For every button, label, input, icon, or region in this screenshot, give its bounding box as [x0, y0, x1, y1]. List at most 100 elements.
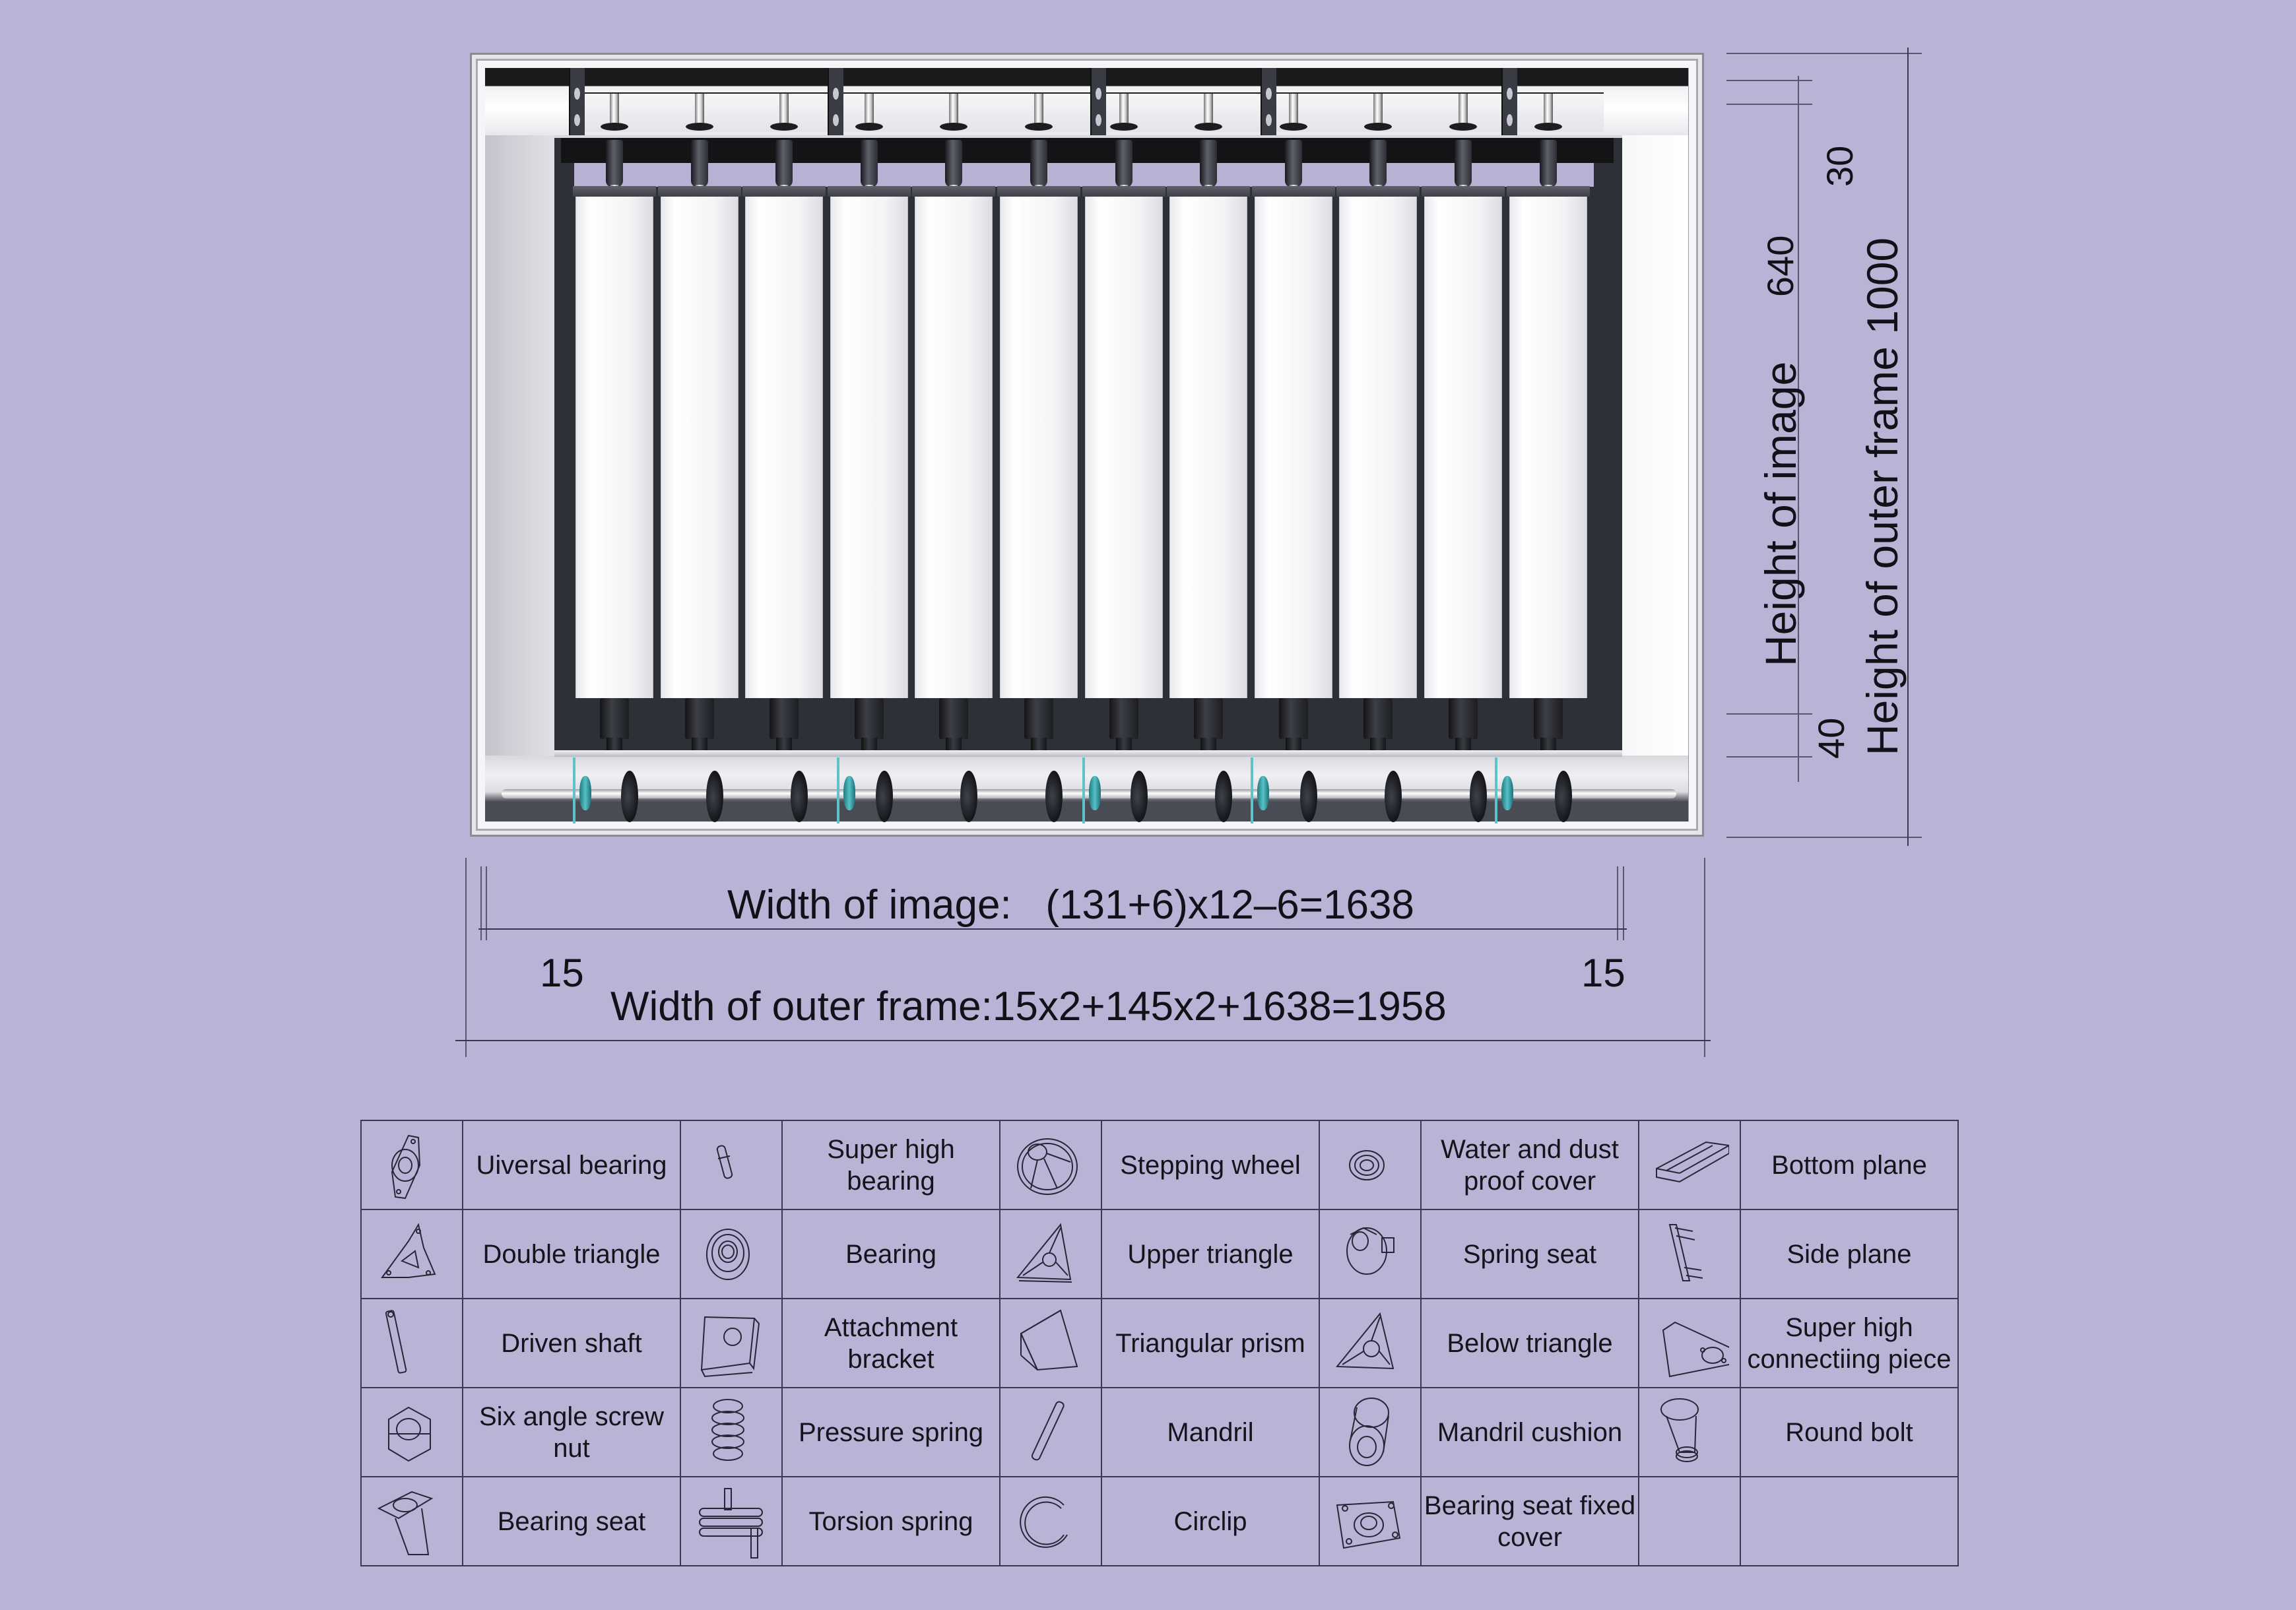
part-icon-cell	[680, 1209, 783, 1299]
panel-cap	[1506, 186, 1590, 197]
triangular-prism-icon	[1020, 1308, 1078, 1370]
part-icon-cell	[1638, 1120, 1741, 1210]
super-high-bearing-icon	[716, 1144, 733, 1179]
bracket	[828, 68, 843, 135]
part-icon-cell	[1319, 1120, 1422, 1210]
panel-cap	[742, 186, 826, 197]
margin-left-ext-b	[486, 866, 487, 940]
part-icon-cell	[680, 1476, 783, 1566]
top-post	[1534, 94, 1562, 131]
frame-bevel-left	[485, 68, 554, 821]
part-label: Torsion spring	[781, 1476, 1000, 1566]
bottom-spindle	[939, 698, 969, 777]
prism-panel	[745, 195, 824, 698]
top-post	[1449, 94, 1477, 131]
outer-width-label: Width of outer frame:	[610, 984, 993, 1029]
part-label: Mandril	[1101, 1387, 1320, 1477]
prism-panel	[1339, 195, 1418, 698]
part-icon-cell	[1319, 1387, 1422, 1477]
bearing-unit	[1257, 776, 1269, 810]
outer-frame-height-label: Height of outer frame 1000	[1858, 237, 1907, 756]
prism-panel	[575, 195, 653, 698]
part-icon-cell	[1638, 1387, 1741, 1477]
bottom-spindle	[1194, 698, 1224, 777]
part-label: Mandril cushion	[1420, 1387, 1639, 1477]
image-width-formula: (131+6)x12–6=1638	[1045, 882, 1414, 928]
bracket	[1501, 68, 1517, 135]
part-icon-cell	[999, 1476, 1102, 1566]
ext-line-bottom	[1726, 837, 1922, 838]
bottom-spindle	[1449, 698, 1478, 777]
water-dust-cover-icon	[1349, 1149, 1385, 1180]
top-post	[1279, 94, 1307, 131]
bearing-seat-icon	[377, 1491, 434, 1555]
top-spindle	[1539, 140, 1557, 194]
part-label: Upper triangle	[1101, 1209, 1320, 1299]
ext-line-top	[1726, 53, 1922, 54]
part-icon-cell	[360, 1298, 463, 1388]
outer-width-dim-line	[455, 1040, 1711, 1041]
top-post	[855, 94, 883, 131]
image-width-text: Width of image: (131+6)x12–6=1638	[727, 882, 1414, 928]
bottom-spindle	[770, 698, 799, 777]
part-icon-cell	[1638, 1476, 1741, 1566]
part-label: Triangular prism	[1101, 1298, 1320, 1388]
part-label: Bearing seat fixed cover	[1420, 1476, 1639, 1566]
circlip-icon	[1020, 1496, 1068, 1548]
image-width-label: Width of image:	[727, 882, 1012, 928]
bottom-spindle	[1024, 698, 1053, 777]
outer-left-ext-line	[465, 858, 467, 1057]
bottom-spindle	[1109, 698, 1138, 777]
part-icon-cell	[360, 1120, 463, 1210]
top-spindle	[1455, 140, 1472, 194]
bottom-spindle	[1363, 698, 1393, 777]
part-icon-cell	[360, 1387, 463, 1477]
part-icon-cell	[1319, 1298, 1422, 1388]
pressure-spring-icon	[711, 1398, 744, 1461]
part-label: Six angle screw nut	[462, 1387, 681, 1477]
prism-panel	[1424, 195, 1502, 698]
part-icon-cell	[999, 1209, 1102, 1299]
bearing-unit	[843, 776, 855, 810]
below-triangle-icon	[1335, 1312, 1394, 1369]
part-label: Super high bearing	[781, 1120, 1000, 1210]
image-height-dim-line	[1798, 76, 1799, 782]
part-icon-cell	[999, 1120, 1102, 1210]
part-label: Uiversal bearing	[462, 1120, 681, 1210]
spring-seat-icon	[1346, 1227, 1394, 1275]
driven-shaft-icon	[385, 1309, 407, 1374]
panel-cap	[1336, 186, 1420, 197]
top-post	[685, 94, 713, 131]
part-label	[1740, 1476, 1959, 1566]
panel-cap	[1251, 186, 1335, 197]
top-spindle	[945, 140, 963, 194]
panel-cap	[997, 186, 1080, 197]
top-rail-channel	[574, 92, 1604, 132]
top-spindle	[1200, 140, 1218, 194]
bearing-plate	[573, 757, 575, 823]
stepping-wheel	[1299, 771, 1317, 822]
part-icon-cell	[360, 1209, 463, 1299]
part-label: Bearing seat	[462, 1476, 681, 1566]
prism-panel	[1084, 195, 1163, 698]
panel-cap	[657, 186, 741, 197]
bearing-unit	[579, 776, 591, 810]
universal-bearing-icon	[391, 1134, 421, 1199]
top-post	[940, 94, 968, 131]
torsion-spring-icon	[699, 1487, 763, 1559]
part-label: Round bolt	[1740, 1387, 1959, 1477]
ext-line-40-top	[1726, 713, 1812, 715]
bearing-unit	[1089, 776, 1101, 810]
part-label: Circlip	[1101, 1476, 1320, 1566]
image-width-dim-line	[478, 928, 1627, 930]
stepping-wheel	[791, 771, 808, 822]
dim-15-right: 15	[1581, 951, 1625, 995]
bracket	[1090, 68, 1106, 135]
ext-line-40-bottom	[1726, 756, 1812, 757]
round-bolt-icon	[1660, 1398, 1699, 1462]
prism-panel	[915, 195, 993, 698]
outer-width-text: Width of outer frame:15x2+145x2+1638=195…	[610, 983, 1447, 1030]
